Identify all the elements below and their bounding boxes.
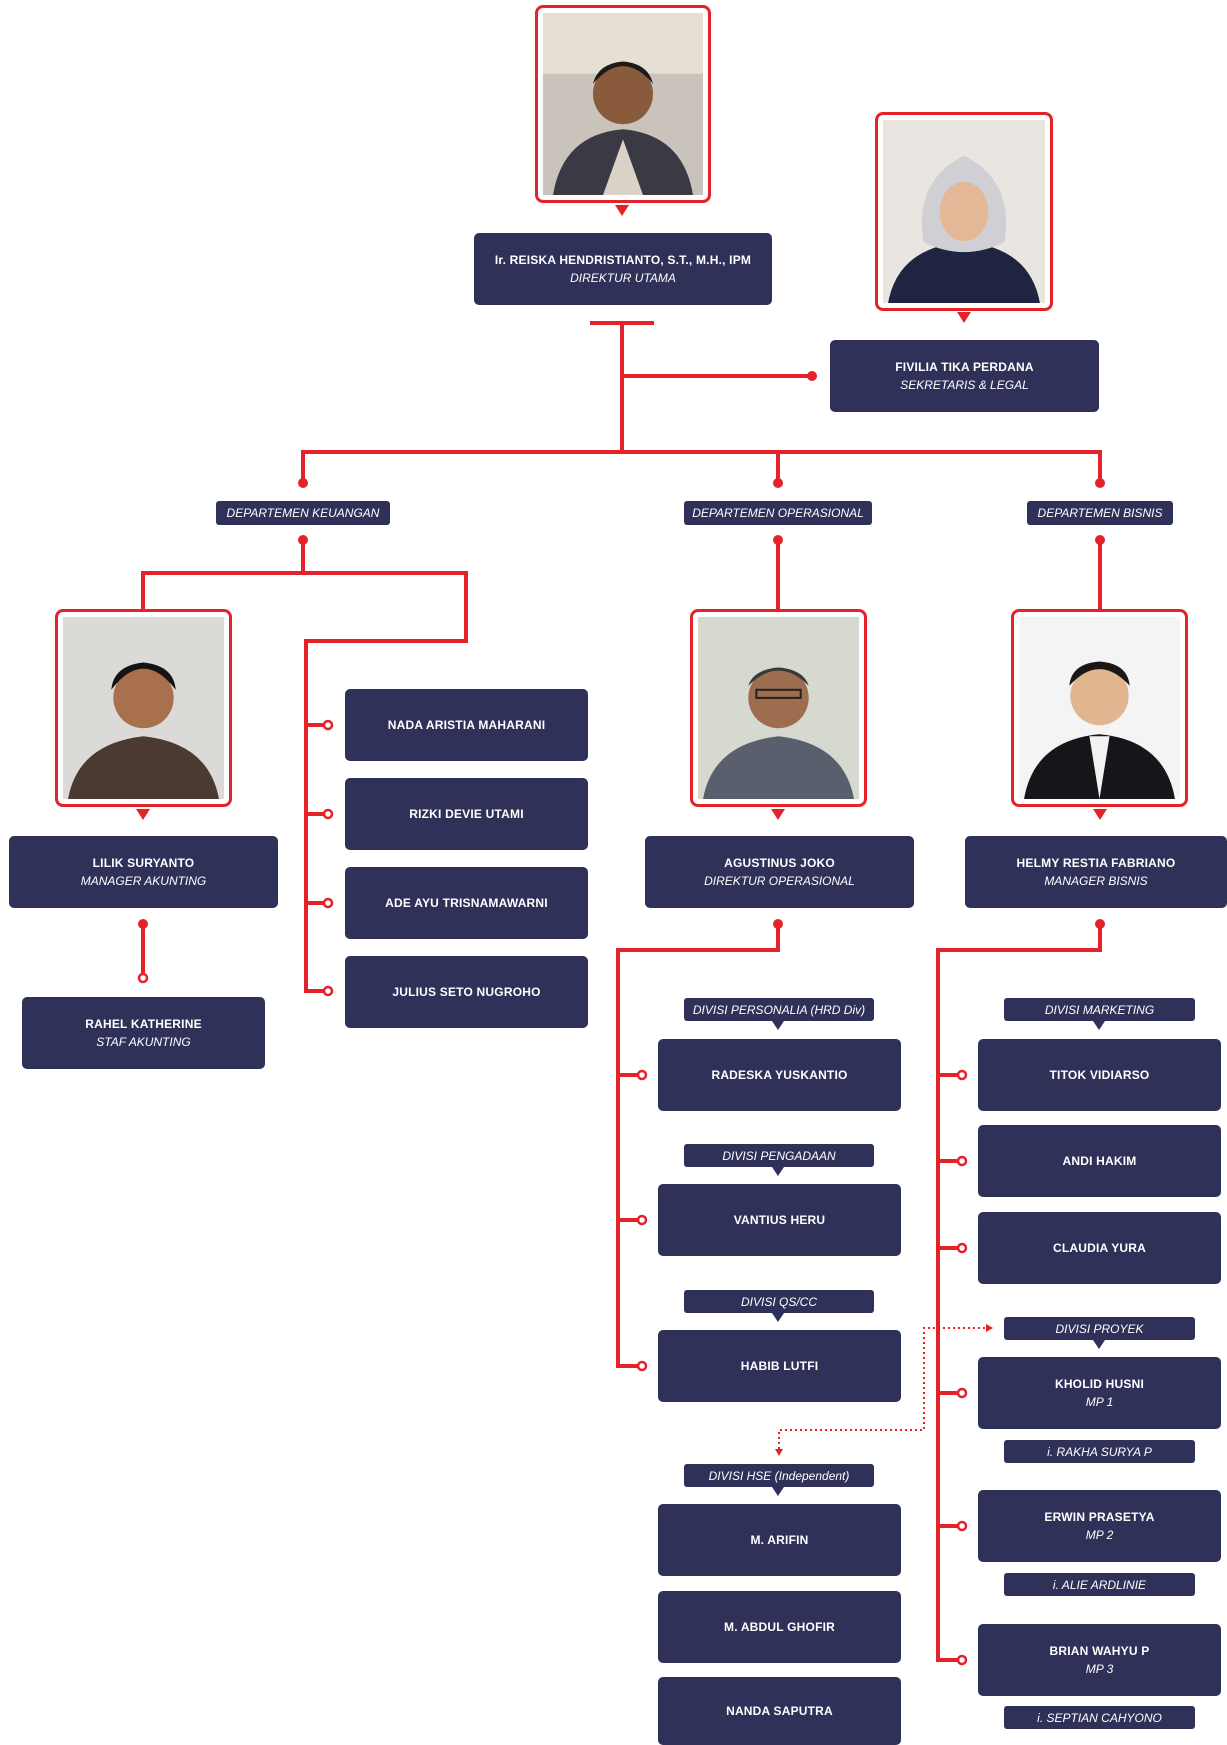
director-name: Ir. REISKA HENDRISTIANTO, S.T., M.H., IP…: [494, 252, 752, 267]
project-manager-role: MP 1: [1085, 1394, 1114, 1409]
staf-akunting-name: RAHEL KATHERINE: [85, 1016, 202, 1031]
project-manager-role: MP 3: [1085, 1661, 1114, 1676]
member-name: ANDI HAKIM: [1062, 1154, 1137, 1168]
member-name: VANTIUS HERU: [733, 1213, 826, 1227]
project-manager-name: KHOLID HUSNI: [1054, 1376, 1145, 1391]
proyek-division-tag: DIVISI PROYEK: [1004, 1317, 1195, 1340]
member-name: NADA ARISTIA MAHARANI: [387, 718, 546, 732]
project-assistant-tag: i. SEPTIAN CAHYONO: [1004, 1706, 1195, 1729]
direktur-operasional-name: AGUSTINUS JOKO: [724, 855, 835, 870]
pointer-triangle: [1093, 1021, 1105, 1030]
manager-akunting-photo: [55, 609, 232, 807]
director-photo: [535, 5, 711, 203]
division-tag: DIVISI PENGADAAN: [684, 1144, 874, 1167]
pointer-triangle: [772, 1021, 784, 1030]
division-member-box: RADESKA YUSKANTIO: [658, 1039, 901, 1111]
project-assistant-tag: i. ALIE ARDLINIE: [1004, 1573, 1195, 1596]
pointer-triangle: [957, 312, 971, 323]
hse-member-box: M. ABDUL GHOFIR: [658, 1591, 901, 1663]
project-manager-role: MP 2: [1085, 1527, 1114, 1542]
keuangan-member-box: JULIUS SETO NUGROHO: [345, 956, 588, 1028]
member-name: ADE AYU TRISNAMAWARNI: [385, 896, 548, 910]
manager-akunting-name: LILIK SURYANTO: [92, 855, 195, 870]
pointer-triangle: [136, 809, 150, 820]
member-name: M. ARIFIN: [750, 1533, 809, 1547]
pointer-triangle: [1093, 1340, 1105, 1349]
member-name: JULIUS SETO NUGROHO: [392, 985, 541, 999]
member-name: HABIB LUTFI: [740, 1359, 819, 1373]
person-photo-icon: [698, 617, 859, 799]
direktur-operasional-box: AGUSTINUS JOKO DIREKTUR OPERASIONAL: [645, 836, 914, 908]
manager-bisnis-box: HELMY RESTIA FABRIANO MANAGER BISNIS: [965, 836, 1227, 908]
secretary-photo: [875, 112, 1053, 311]
manager-bisnis-role: MANAGER BISNIS: [1044, 873, 1148, 888]
manager-akunting-box: LILIK SURYANTO MANAGER AKUNTING: [9, 836, 278, 908]
marketing-member-box: TITOK VIDIARSO: [978, 1039, 1221, 1111]
member-name: NANDA SAPUTRA: [726, 1704, 833, 1718]
marketing-division-tag: DIVISI MARKETING: [1004, 998, 1195, 1021]
director-box: Ir. REISKA HENDRISTIANTO, S.T., M.H., IP…: [474, 233, 772, 305]
project-manager-box: ERWIN PRASETYA MP 2: [978, 1490, 1221, 1562]
keuangan-member-box: ADE AYU TRISNAMAWARNI: [345, 867, 588, 939]
secretary-name: FIVILIA TIKA PERDANA: [895, 359, 1034, 374]
secretary-role: SEKRETARIS & LEGAL: [900, 377, 1029, 392]
project-manager-box: BRIAN WAHYU P MP 3: [978, 1624, 1221, 1696]
direktur-operasional-photo: [690, 609, 867, 807]
staf-akunting-role: STAF AKUNTING: [96, 1034, 191, 1049]
keuangan-member-box: NADA ARISTIA MAHARANI: [345, 689, 588, 761]
secretary-box: FIVILIA TIKA PERDANA SEKRETARIS & LEGAL: [830, 340, 1099, 412]
member-name: M. ABDUL GHOFIR: [724, 1620, 835, 1634]
project-assistant-tag: i. RAKHA SURYA P: [1004, 1440, 1195, 1463]
manager-akunting-role: MANAGER AKUNTING: [80, 873, 207, 888]
member-name: TITOK VIDIARSO: [1049, 1068, 1150, 1082]
director-role: DIREKTUR UTAMA: [570, 270, 676, 285]
person-photo-icon: [543, 13, 703, 195]
division-tag: DIVISI PERSONALIA (HRD Div): [684, 998, 874, 1021]
person-photo-icon: [1019, 617, 1180, 799]
person-photo-icon: [883, 120, 1045, 303]
hse-member-box: M. ARIFIN: [658, 1504, 901, 1576]
hse-member-box: NANDA SAPUTRA: [658, 1677, 901, 1745]
pointer-triangle: [771, 809, 785, 820]
person-photo-icon: [63, 617, 224, 799]
project-manager-name: BRIAN WAHYU P: [1049, 1643, 1150, 1658]
pointer-triangle: [615, 205, 629, 216]
division-member-box: VANTIUS HERU: [658, 1184, 901, 1256]
division-member-box: HABIB LUTFI: [658, 1330, 901, 1402]
project-manager-name: ERWIN PRASETYA: [1044, 1509, 1155, 1524]
pointer-triangle: [772, 1487, 784, 1496]
member-name: RADESKA YUSKANTIO: [711, 1068, 848, 1082]
marketing-member-box: CLAUDIA YURA: [978, 1212, 1221, 1284]
pointer-triangle: [772, 1313, 784, 1322]
hse-division-tag: DIVISI HSE (Independent): [684, 1464, 874, 1487]
keuangan-member-box: RIZKI DEVIE UTAMI: [345, 778, 588, 850]
project-manager-box: KHOLID HUSNI MP 1: [978, 1357, 1221, 1429]
pointer-triangle: [772, 1167, 784, 1176]
marketing-member-box: ANDI HAKIM: [978, 1125, 1221, 1197]
member-name: RIZKI DEVIE UTAMI: [409, 807, 524, 821]
manager-bisnis-photo: [1011, 609, 1188, 807]
manager-bisnis-name: HELMY RESTIA FABRIANO: [1016, 855, 1176, 870]
staf-akunting-box: RAHEL KATHERINE STAF AKUNTING: [22, 997, 265, 1069]
department-bisnis-tag: DEPARTEMEN BISNIS: [1027, 501, 1173, 525]
pointer-triangle: [1093, 809, 1107, 820]
department-operasional-tag: DEPARTEMEN OPERASIONAL: [684, 501, 872, 525]
direktur-operasional-role: DIREKTUR OPERASIONAL: [704, 873, 855, 888]
department-keuangan-tag: DEPARTEMEN KEUANGAN: [216, 501, 390, 525]
member-name: CLAUDIA YURA: [1052, 1241, 1147, 1255]
division-tag: DIVISI QS/CC: [684, 1290, 874, 1313]
